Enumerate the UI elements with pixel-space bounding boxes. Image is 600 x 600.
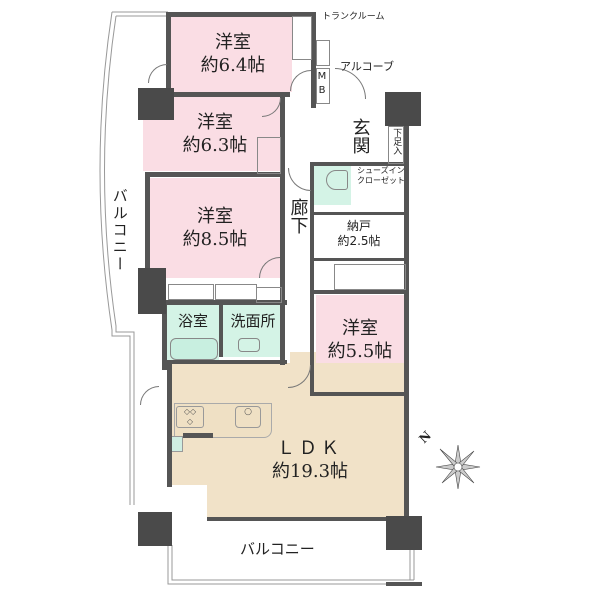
wall — [166, 12, 316, 17]
sink-icon: ○ — [235, 406, 261, 428]
entrance-label: 玄関 — [349, 118, 371, 154]
ldk-cut-corner — [172, 485, 207, 518]
closet — [292, 16, 312, 60]
western-room-4-label: 洋室 約5.5帖 — [316, 318, 404, 363]
shoe-closet-label: シューズイン クローゼット — [357, 166, 405, 185]
room-size: 約6.4帖 — [200, 54, 266, 76]
hallway-label: 廊下 — [287, 198, 309, 234]
washroom-label: 洗面所 — [230, 312, 276, 330]
room-name: 洋室 — [342, 318, 378, 339]
pillar — [138, 512, 172, 546]
room-name: 納戸 — [346, 219, 371, 233]
western-room-1-label: 洋室 約6.4帖 — [190, 32, 276, 77]
mb-box — [316, 68, 330, 104]
wall — [311, 12, 316, 108]
room-size: 約5.5帖 — [327, 340, 393, 362]
wall — [145, 172, 150, 282]
kitchen-counter — [174, 403, 272, 438]
toilet-icon — [326, 170, 348, 190]
room-size: 約19.3帖 — [271, 460, 349, 482]
wall — [167, 362, 172, 487]
room-name: 洋室 — [197, 112, 233, 133]
wall — [162, 300, 167, 370]
storage-label: 納戸 約2.5帖 — [314, 219, 404, 249]
closet — [168, 284, 214, 300]
bath-label: 浴室 — [177, 312, 208, 330]
balcony-west-label: バルコニー — [110, 188, 129, 273]
wall — [310, 212, 405, 215]
room-name: 洋室 — [215, 32, 251, 53]
closet — [257, 137, 281, 174]
pillar — [138, 268, 166, 314]
ldk-room — [172, 363, 406, 518]
closet — [215, 284, 257, 300]
room-name: 洋室 — [197, 206, 233, 227]
wall — [310, 162, 405, 166]
wall — [310, 290, 405, 294]
trunk-room — [316, 40, 330, 66]
storage-box — [256, 287, 282, 303]
mb-label: MB — [317, 71, 327, 96]
western-room-2-label: 洋室 約6.3帖 — [172, 112, 258, 157]
pillar — [386, 516, 422, 550]
trunk-room-label: トランクルーム — [322, 12, 385, 22]
wall — [145, 172, 285, 177]
balcony-south-label: バルコニー — [240, 540, 315, 558]
bathtub-icon — [170, 338, 218, 360]
wall — [168, 92, 290, 97]
wall — [310, 392, 406, 396]
wall — [207, 517, 407, 521]
wall — [183, 433, 213, 438]
pillar — [385, 92, 421, 126]
wall — [310, 258, 405, 261]
wall — [167, 360, 287, 364]
room-name: ＬＤＫ — [277, 438, 343, 459]
wall — [280, 95, 285, 365]
pillar — [138, 88, 174, 120]
shoe-box — [388, 126, 404, 164]
wall — [166, 12, 171, 94]
room-size: 約8.5帖 — [182, 228, 248, 250]
western-room-3 — [150, 178, 283, 278]
washroom — [223, 305, 283, 357]
western-room-1 — [171, 16, 292, 92]
western-room-3-label: 洋室 約8.5帖 — [172, 206, 258, 251]
wall — [404, 120, 409, 520]
wall — [310, 162, 314, 392]
wash-basin-icon — [238, 338, 260, 352]
room-size: 約6.3帖 — [182, 134, 248, 156]
compass-icon — [435, 444, 481, 490]
wall — [162, 300, 287, 305]
alcove-label: アルコーブ — [340, 60, 395, 73]
closet — [334, 264, 406, 290]
room-size: 約2.5帖 — [337, 234, 381, 248]
stove-icon: ◇◇◇ — [176, 406, 204, 428]
wall — [219, 305, 223, 357]
shoe-box-label: 下足入 — [391, 128, 402, 155]
ldk-label: ＬＤＫ 約19.3帖 — [260, 438, 360, 483]
